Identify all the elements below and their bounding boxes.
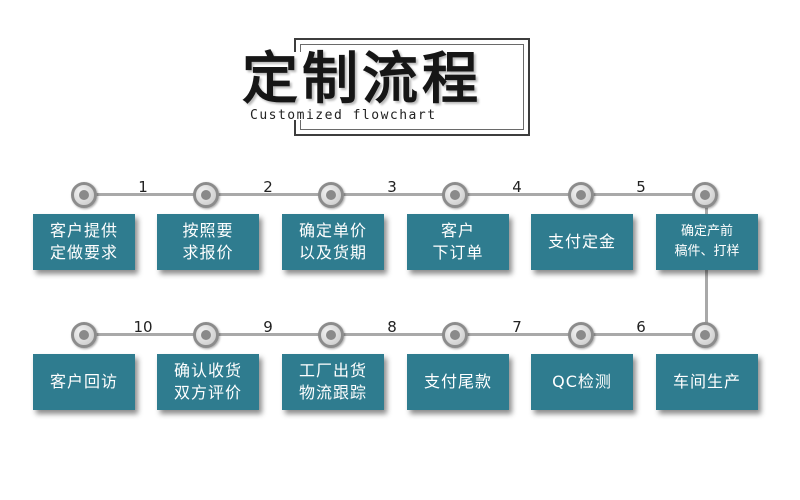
flow-node-4 — [442, 182, 468, 208]
step-box-customer-follow-up: 客户回访 — [33, 354, 135, 410]
step-box-qc-inspection: QC检测 — [531, 354, 633, 410]
flow-node-6 — [692, 182, 718, 208]
step-box-pay-deposit: 支付定金 — [531, 214, 633, 270]
step-number-5: 5 — [636, 178, 646, 196]
flow-node-5 — [568, 182, 594, 208]
step-number-9: 9 — [263, 318, 273, 336]
step-box-quotation: 按照要 求报价 — [157, 214, 259, 270]
flow-node-7 — [692, 322, 718, 348]
flow-node-10 — [318, 322, 344, 348]
flow-node-8 — [568, 322, 594, 348]
connector-line-top — [84, 193, 708, 196]
step-number-4: 4 — [512, 178, 522, 196]
title-backdrop — [236, 52, 472, 120]
step-number-8: 8 — [387, 318, 397, 336]
step-number-3: 3 — [387, 178, 397, 196]
connector-line-bottom — [84, 333, 708, 336]
flow-node-12 — [71, 322, 97, 348]
step-box-confirm-receipt: 确认收货 双方评价 — [157, 354, 259, 410]
step-number-6: 6 — [636, 318, 646, 336]
flow-node-1 — [71, 182, 97, 208]
flow-node-3 — [318, 182, 344, 208]
step-box-production: 车间生产 — [656, 354, 758, 410]
flow-node-9 — [442, 322, 468, 348]
step-box-place-order: 客户 下订单 — [407, 214, 509, 270]
page-title: 定制流程 — [242, 47, 482, 112]
flow-node-2 — [193, 182, 219, 208]
step-box-price-delivery: 确定单价 以及货期 — [282, 214, 384, 270]
step-box-pay-balance: 支付尾款 — [407, 354, 509, 410]
flow-node-11 — [193, 322, 219, 348]
step-number-2: 2 — [263, 178, 273, 196]
step-box-shipping-tracking: 工厂出货 物流跟踪 — [282, 354, 384, 410]
step-number-1: 1 — [138, 178, 148, 196]
step-number-10: 10 — [133, 318, 153, 336]
step-box-customer-requirements: 客户提供 定做要求 — [33, 214, 135, 270]
step-number-7: 7 — [512, 318, 522, 336]
step-box-confirm-sample: 确定产前 稿件、打样 — [656, 214, 758, 270]
page-subtitle: Customized flowchart — [250, 108, 437, 123]
